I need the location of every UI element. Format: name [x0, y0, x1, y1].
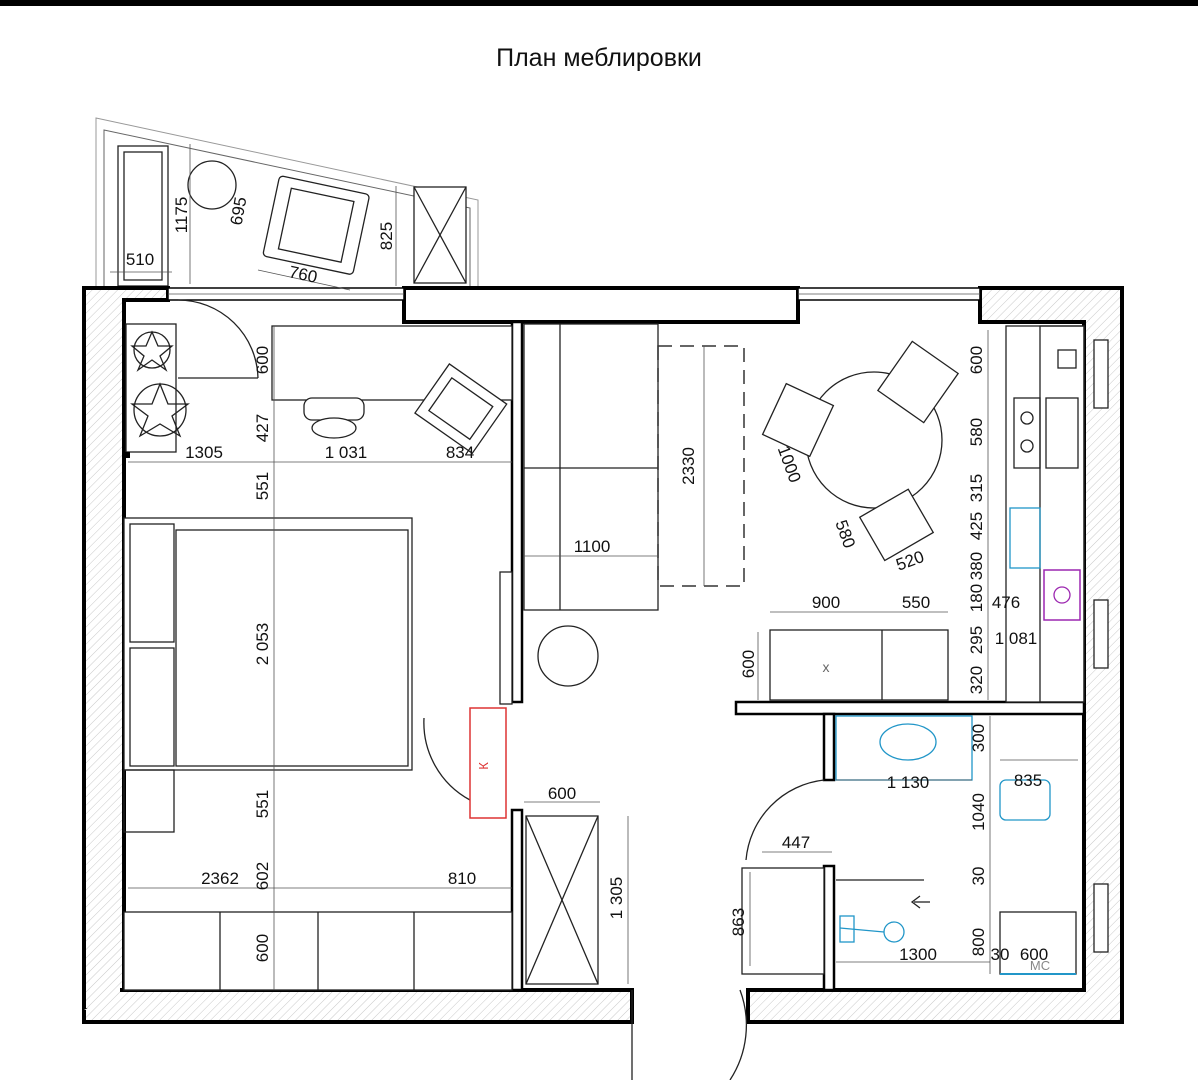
dim-balcony-depth: 1175 [172, 197, 191, 234]
oven [1045, 397, 1079, 469]
bathroom: МС [741, 715, 1077, 975]
dim-bedroom-width: 2362 [201, 869, 239, 888]
dim-bed-bottom-gap: 551 [253, 790, 272, 818]
plant-icon [130, 330, 190, 438]
ottoman [537, 625, 599, 687]
dim-kitchen-f: 295 [967, 626, 986, 654]
hob [1013, 397, 1041, 469]
dim-kitchen-h: 320 [967, 666, 986, 694]
dim-kitchen-hob: 580 [967, 418, 986, 446]
dining-chair-left [761, 382, 835, 458]
dim-kitchen-a: 315 [967, 474, 986, 502]
dim-balcony-chair-h: 825 [377, 222, 396, 250]
bath-sink-counter [835, 715, 973, 781]
dim-bath-shower: 835 [1014, 771, 1042, 790]
blanket [175, 529, 409, 767]
bath-washer [999, 911, 1077, 975]
wardrobe-k [469, 707, 507, 819]
kitchen-counter [1005, 325, 1085, 703]
dim-chair-zone: 427 [253, 414, 272, 442]
dim-bedroom-left: 1305 [185, 443, 223, 462]
wardrobe-mark: К [476, 762, 491, 770]
island-mark: х [823, 659, 830, 675]
balcony-bench [117, 145, 169, 287]
dim-hall-closet-w: 600 [548, 784, 576, 803]
dim-sofa-length: 2330 [679, 447, 698, 485]
pillow-2 [129, 647, 175, 767]
plant-pot [125, 323, 177, 453]
dim-chair-w: 580 [831, 518, 859, 551]
toilet [999, 779, 1051, 821]
dim-sofa-depth: 1100 [574, 537, 611, 556]
dining-chair-bottom [858, 488, 935, 562]
dim-bedroom-right: 810 [448, 869, 476, 888]
dim-balcony-width: 510 [126, 250, 154, 269]
radiator-3 [1093, 883, 1109, 953]
washer-mark: МС [1030, 958, 1050, 973]
bathroom-door-swing [745, 779, 825, 861]
dim-balcony-table: 695 [227, 195, 251, 226]
balcony-door-swing [177, 299, 259, 379]
dim-bath-length: 1300 [899, 945, 937, 964]
pillow-1 [129, 523, 175, 643]
balcony-table [187, 160, 237, 210]
sofa-extension [657, 345, 745, 587]
dim-kitchen-g: 1 081 [995, 629, 1038, 648]
entry-door-swing [729, 989, 747, 1080]
dim-bath-gap: 1040 [969, 793, 988, 831]
kitchen-sink [1009, 507, 1041, 569]
living-room: х [523, 323, 1109, 953]
dim-bath-shelf: 863 [729, 908, 748, 936]
radiator-2 [1093, 599, 1109, 669]
hall-closet [525, 815, 747, 1080]
nightstand [123, 769, 175, 833]
radiator-1 [1093, 339, 1109, 409]
dim-kitchen-c: 380 [967, 552, 986, 580]
dim-island-depth: 600 [739, 650, 758, 678]
bedroom: К [123, 299, 513, 991]
dim-bed-length: 2 053 [253, 623, 272, 666]
dimension-lines [110, 144, 1078, 990]
dim-desk-length: 1 031 [325, 443, 368, 462]
plan-title: План меблировки [496, 44, 702, 72]
dim-bath-washer-gap: 30 [991, 945, 1010, 964]
dim-island-b: 550 [902, 593, 930, 612]
dim-kitchen-d: 180 [967, 584, 986, 612]
dim-desk-depth: 600 [253, 346, 272, 374]
washing-machine-icon [1043, 569, 1081, 621]
dim-kitchen-top: 600 [967, 346, 986, 374]
hood-icon [1057, 349, 1077, 369]
balcony-armchair [262, 175, 370, 275]
balcony [95, 117, 479, 291]
dim-bath-sink-depth: 300 [969, 724, 988, 752]
dim-hall-closet-l: 1 305 [607, 877, 626, 920]
dim-bed-top-gap: 551 [253, 472, 272, 500]
dim-bath-tub-gap: 30 [969, 867, 988, 886]
dim-wardrobe-gap: 602 [253, 862, 272, 890]
dim-bath-tub: 800 [969, 928, 988, 956]
desk-armchair [414, 363, 508, 455]
shower-drain [883, 921, 905, 943]
sofa [523, 323, 659, 611]
mirror [499, 571, 513, 705]
dim-bath-sink: 1 130 [887, 773, 930, 792]
inner-partitions [510, 320, 1086, 992]
desk-chair [303, 397, 365, 439]
shower-mixer [839, 915, 855, 943]
dining-chair-top [876, 340, 960, 424]
bath-sink [879, 723, 937, 761]
dim-kitchen-e: 476 [992, 593, 1020, 612]
bath-shelf [741, 867, 825, 975]
kitchen-island [769, 629, 949, 701]
dim-kitchen-b: 425 [967, 512, 986, 540]
top-border-bar [0, 0, 1198, 6]
dim-bath-door: 447 [782, 833, 810, 852]
dim-island-a: 900 [812, 593, 840, 612]
dim-desk-right: 834 [446, 443, 474, 462]
bedroom-door-swing [423, 717, 471, 801]
dim-wardrobe-depth: 600 [253, 934, 272, 962]
dim-bath-washer: 600 [1020, 945, 1048, 964]
